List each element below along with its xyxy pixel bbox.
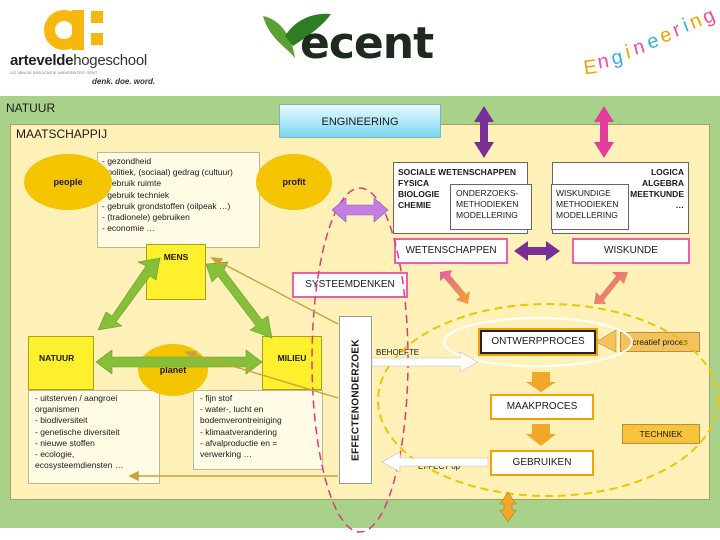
wetenschappen-box: WETENSCHAPPEN: [394, 238, 508, 264]
method-line: ONDERZOEKS-: [456, 188, 519, 198]
green-arrow-natuur-mens: [97, 257, 161, 331]
natuur-item: - genetische diversiteit: [35, 426, 120, 437]
ontwerpproces-oval: [443, 317, 633, 367]
arrow-ontwerp-maak: [526, 372, 556, 392]
subject: MEETKUNDE: [630, 189, 684, 199]
natuur-item: - uitsterven / aangroei: [35, 393, 118, 403]
svg-text:n: n: [596, 50, 611, 74]
wiskundige-methodieken-box: WISKUNDIGE METHODIEKEN MODELLERING: [551, 184, 629, 230]
artevelde-logo-stem: [72, 10, 84, 50]
subject: CHEMIE: [398, 200, 432, 210]
violet-arrow-maatschappij-wetenschappen: [331, 197, 389, 223]
natuur-item: ecosysteemdiensten …: [35, 460, 124, 471]
maatschappij-title: MAATSCHAPPIJ: [16, 127, 108, 141]
connector-arrowhead: [210, 257, 224, 267]
subject: LOGICA: [650, 167, 684, 177]
natuur-box: NATUUR: [28, 336, 94, 390]
artevelde-logo-dot: [91, 11, 103, 23]
method-line: WISKUNDIGE: [556, 188, 611, 198]
people-profit-item: - gebruik techniek: [102, 189, 170, 200]
subject: …: [675, 200, 685, 210]
connector-arrowhead: [128, 470, 139, 482]
purple-arrow-engineering-wetenschappen: [474, 106, 494, 158]
connector-planet-effect: [185, 351, 339, 399]
people-profit-item: - gebruik grondstoffen (oilpeak …): [102, 200, 231, 211]
method-line: METHODIEKEN: [556, 199, 619, 209]
natuur-item: organismen: [35, 404, 80, 415]
method-line: METHODIEKEN: [456, 199, 519, 209]
ecent-logo: ecent: [300, 18, 434, 69]
svg-text:n: n: [631, 36, 647, 60]
connector-arrowhead: [184, 351, 198, 360]
effectenonderzoek-box: EFFECTENONDERZOEK: [339, 316, 372, 484]
green-arrow-natuur-milieu: [95, 349, 263, 375]
creatief-proces-arrow: [595, 329, 617, 353]
milieu-item: verwerking …: [200, 449, 252, 460]
maakproces-box: MAAKPROCES: [490, 394, 594, 420]
people-oval: people: [24, 154, 112, 210]
milieu-item: - fijn stof: [200, 393, 233, 403]
gradient-arrow-wiskunde-ontwerp: [594, 272, 628, 304]
natuur-item: - biodiversiteit: [35, 415, 88, 426]
engineering-logo: E n g i n e e r i n g: [582, 4, 718, 80]
green-arrow-mens-milieu: [205, 261, 273, 339]
behoefte-arrow: [371, 351, 479, 373]
method-line: MODELLERING: [456, 210, 518, 220]
svg-text:i: i: [623, 41, 633, 63]
behoefte-label: BEHOEFTE: [376, 348, 420, 357]
natuur-item: - nieuwe stoffen: [35, 437, 95, 448]
subject: ALGEBRA: [641, 178, 684, 188]
effect-op-arrow: [381, 451, 489, 473]
subject: SOCIALE WETENSCHAPPEN: [398, 167, 517, 177]
profit-oval: profit: [256, 154, 332, 210]
arrow-bottom-natuur: [499, 491, 517, 523]
wiskunde-box: WISKUNDE: [572, 238, 690, 264]
artevelde-logo-dot: [91, 33, 103, 45]
milieu-list-box: - fijn stof - water-, lucht en bodemvero…: [193, 390, 323, 470]
effect-op-label: EFFECT op: [418, 462, 461, 471]
school-name: arteveldehogeschool: [10, 52, 147, 69]
people-profit-item: - gebruik ruimte: [102, 178, 162, 189]
svg-text:g: g: [609, 46, 624, 70]
gebruiken-box: GEBRUIKEN: [490, 450, 594, 476]
subject: BIOLOGIE: [398, 189, 440, 199]
ontwerpproces-box: ONTWERPPROCES: [478, 328, 598, 356]
milieu-item: - klimaatverandering: [200, 426, 278, 437]
arrow-maak-gebruik: [526, 424, 556, 446]
natuur-item: - ecologie,: [35, 449, 75, 460]
gradient-arrow-wetenschappen-ontwerp: [440, 270, 470, 304]
milieu-item: bodemverontreiniging: [200, 415, 282, 426]
method-line: MODELLERING: [556, 210, 618, 220]
engineering-box: ENGINEERING: [279, 104, 441, 138]
ecent-leaves-icon: [263, 13, 331, 58]
slogan: denk. doe. word.: [92, 77, 156, 86]
people-profit-item: - (tradionele) gebruiken: [102, 212, 190, 223]
onderzoeksmethodieken-box: ONDERZOEKS- METHODIEKEN MODELLERING: [450, 184, 532, 230]
pink-arrow-engineering-wiskunde: [594, 106, 614, 158]
natuur-list-box: - uitsterven / aangroei organismen - bio…: [28, 390, 160, 484]
techniek-dashed-oval: [377, 303, 719, 497]
creatief-proces-box: creatief proces: [620, 332, 700, 352]
school-subline: LID VAN DE ASSOCIATIE UNIVERSITEIT GENT: [10, 70, 98, 75]
subject: FYSICA: [398, 178, 430, 188]
people-profit-item: - politiek, (sociaal) gedrag (cultuur): [102, 167, 233, 178]
connector-mens-effect: [211, 257, 339, 325]
purple-arrow-wetenschappen-wiskunde: [514, 241, 560, 261]
people-profit-item: - gezondheid: [102, 156, 152, 166]
systeemdenken-box: SYSTEEMDENKEN: [292, 272, 408, 298]
natuur-title: NATUUR: [6, 101, 56, 115]
milieu-item: - afvalproductie en =: [200, 437, 278, 448]
techniek-box: TECHNIEK: [622, 424, 700, 444]
people-profit-item: - economie …: [102, 223, 155, 234]
svg-text:E: E: [582, 56, 598, 80]
milieu-item: - water-, lucht en: [200, 404, 264, 415]
